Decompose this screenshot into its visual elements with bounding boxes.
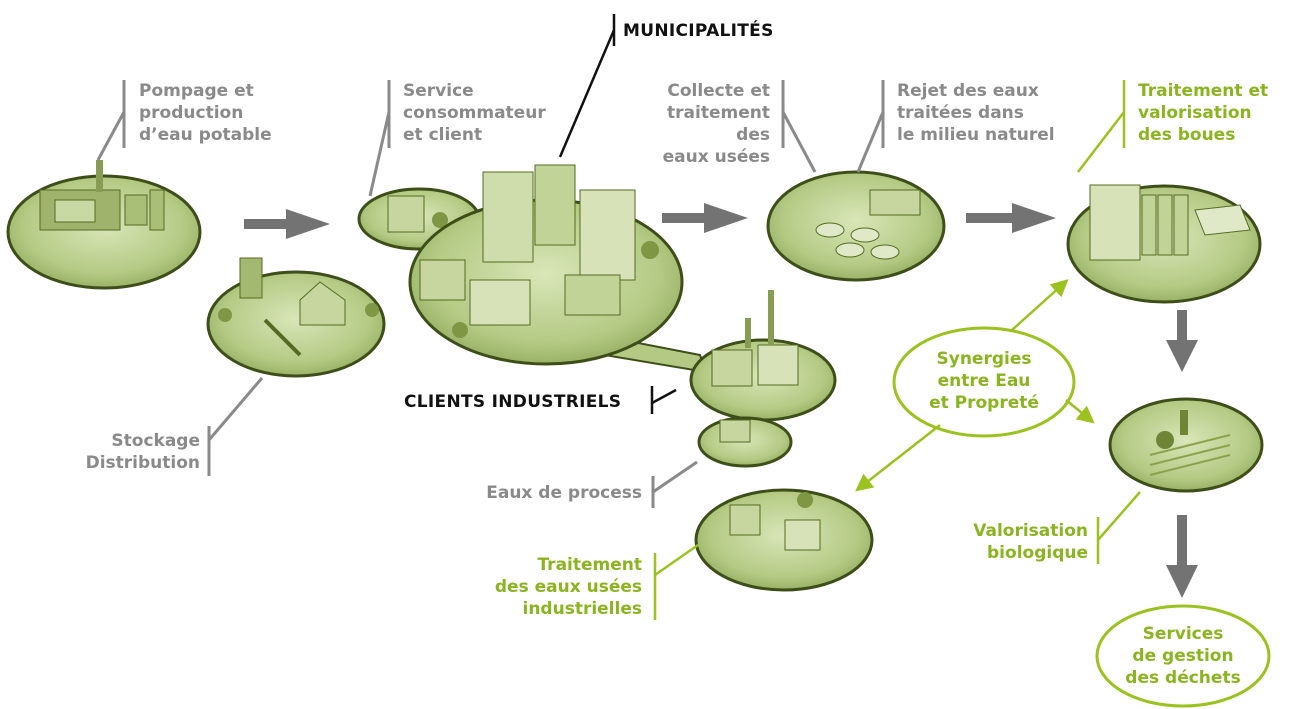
label-traitement-industrielles: Traitement des eaux usées industrielles bbox=[494, 555, 642, 619]
flow-arrows bbox=[244, 203, 1198, 598]
label-collecte: Collecte et traitement des eaux usées bbox=[662, 81, 770, 167]
biological-valorisation-disc bbox=[1108, 397, 1264, 493]
city-disc bbox=[408, 164, 684, 366]
label-synergies: Synergies entre Eau et Propreté bbox=[929, 349, 1039, 413]
waste-services-bubble bbox=[1095, 604, 1271, 708]
label-pompage: Pompage et production d’eau potable bbox=[139, 81, 272, 145]
green-callouts bbox=[653, 80, 1141, 620]
black-callouts bbox=[558, 14, 677, 414]
label-stockage: Stockage Distribution bbox=[85, 431, 200, 473]
industrial-clients-disc bbox=[689, 290, 837, 422]
process-water-disc bbox=[697, 416, 793, 468]
pumping-plant-disc bbox=[6, 160, 202, 290]
label-clients-industriels: CLIENTS INDUSTRIELS bbox=[404, 392, 622, 412]
synergy-arrows bbox=[855, 279, 1095, 492]
label-traitement-boues: Traitement et valorisation des boues bbox=[1138, 81, 1269, 145]
synergies-bubble bbox=[892, 326, 1076, 438]
label-municipalites: MUNICIPALITÉS bbox=[623, 21, 774, 41]
label-services-dechets: Services de gestion des déchets bbox=[1125, 624, 1241, 688]
label-valorisation-bio: Valorisation biologique bbox=[973, 521, 1088, 563]
label-eaux-process: Eaux de process bbox=[486, 483, 642, 503]
gray-callouts bbox=[96, 80, 885, 508]
storage-disc bbox=[206, 257, 386, 378]
label-service: Service consommateur et client bbox=[403, 81, 546, 145]
industrial-wastewater-disc bbox=[694, 488, 874, 592]
sludge-treatment-disc bbox=[1066, 184, 1262, 304]
label-rejet: Rejet des eaux traitées dans le milieu n… bbox=[897, 81, 1055, 145]
wastewater-plant-disc bbox=[766, 170, 946, 282]
